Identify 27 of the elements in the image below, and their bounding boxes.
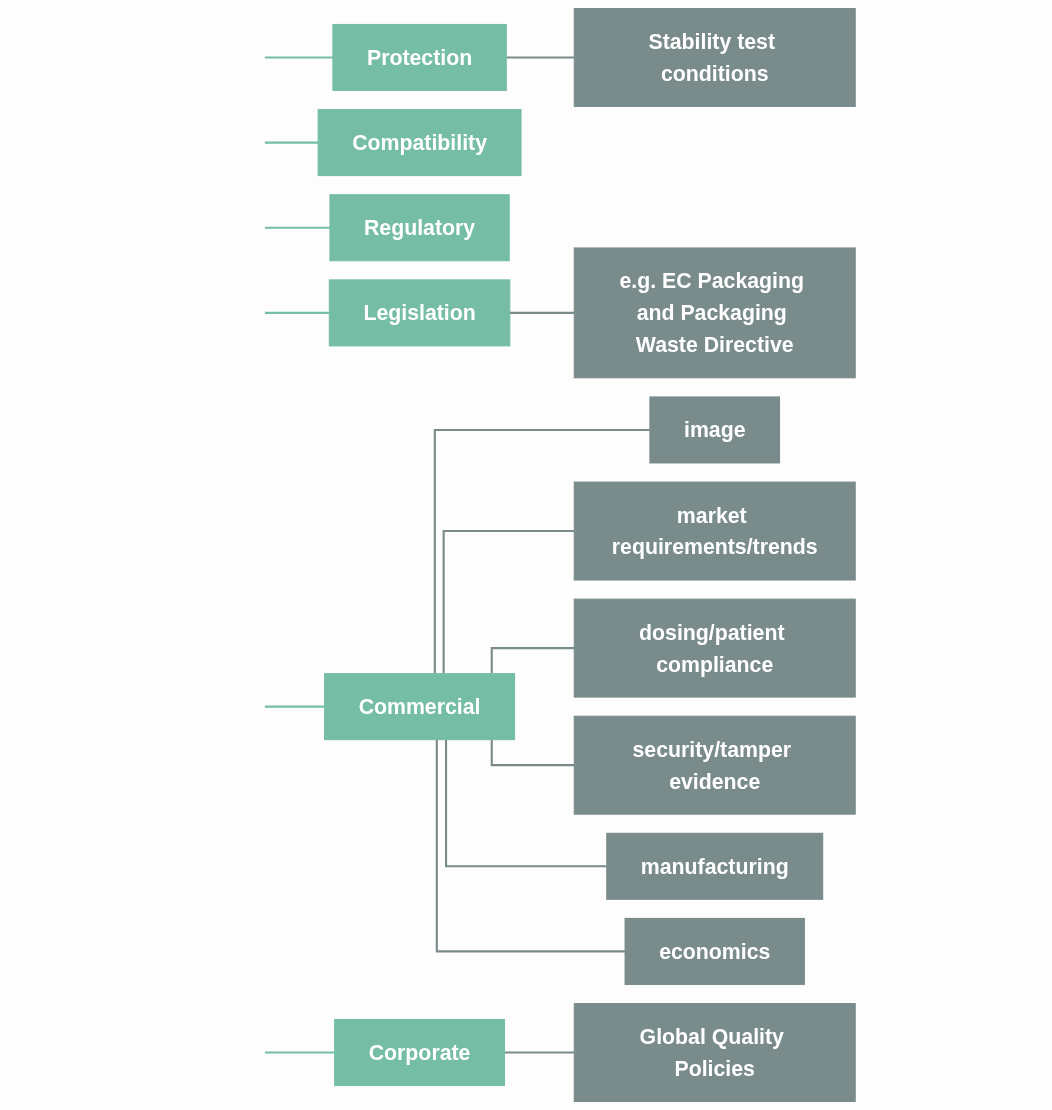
connector	[263, 141, 319, 144]
node-box: Protection	[332, 23, 507, 91]
node-box: Regulatory	[329, 194, 510, 262]
connector	[263, 311, 330, 314]
connector	[263, 1051, 335, 1054]
connector	[263, 705, 325, 708]
connector	[442, 530, 575, 674]
node-box: Stability test conditions	[573, 7, 856, 107]
node-box: image	[649, 396, 781, 464]
connector	[490, 647, 575, 674]
node-box: security/tamper evidence	[573, 715, 856, 815]
node-box: dosing/patient compliance	[573, 598, 856, 698]
node-box: e.g. EC Packaging and Packaging Waste Directive	[573, 247, 856, 379]
node-box: Legislation	[328, 279, 511, 347]
node-box: market requirements/trends	[573, 481, 856, 581]
node-box: manufacturing	[606, 832, 824, 900]
node-box: Compatibility	[317, 109, 522, 177]
node-box: Commercial	[324, 673, 516, 741]
node-box: economics	[624, 917, 805, 985]
connector	[435, 739, 626, 953]
connector	[263, 56, 333, 59]
connector	[433, 428, 650, 674]
node-box: Corporate	[334, 1019, 505, 1087]
connector	[490, 739, 575, 767]
connector	[263, 226, 330, 229]
node-box: Global Quality Policies	[573, 1003, 856, 1102]
connector	[444, 739, 607, 868]
